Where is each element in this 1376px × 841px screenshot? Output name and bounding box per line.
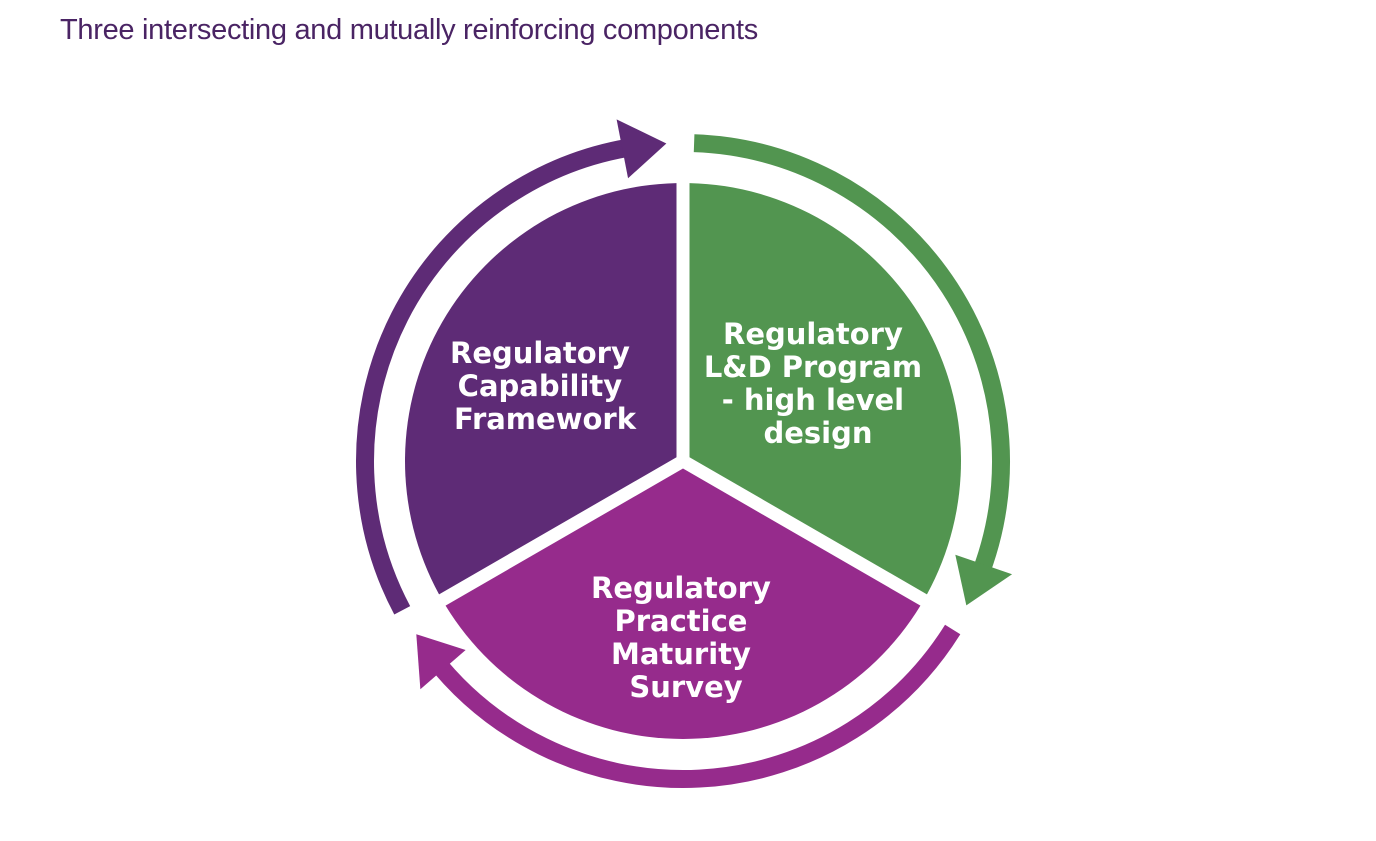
- segment-program: [689, 183, 961, 595]
- framework-ring-arrow: [356, 137, 641, 615]
- label-program: Regulatory L&D Program - high level desi…: [704, 317, 932, 450]
- segment-framework: [405, 183, 677, 595]
- survey-ring-arrow: [425, 624, 961, 788]
- arrow-down-icon: [955, 554, 1013, 606]
- page-title: Three intersecting and mutually reinforc…: [60, 14, 758, 46]
- arrow-right-icon: [616, 119, 667, 179]
- label-survey: Regulatory Practice Maturity Survey: [591, 571, 781, 704]
- segment-survey: [445, 468, 921, 740]
- program-ring-arrow: [693, 134, 1010, 584]
- arrow-left-icon: [416, 634, 466, 690]
- label-framework: Regulatory Capability Framework: [450, 336, 640, 436]
